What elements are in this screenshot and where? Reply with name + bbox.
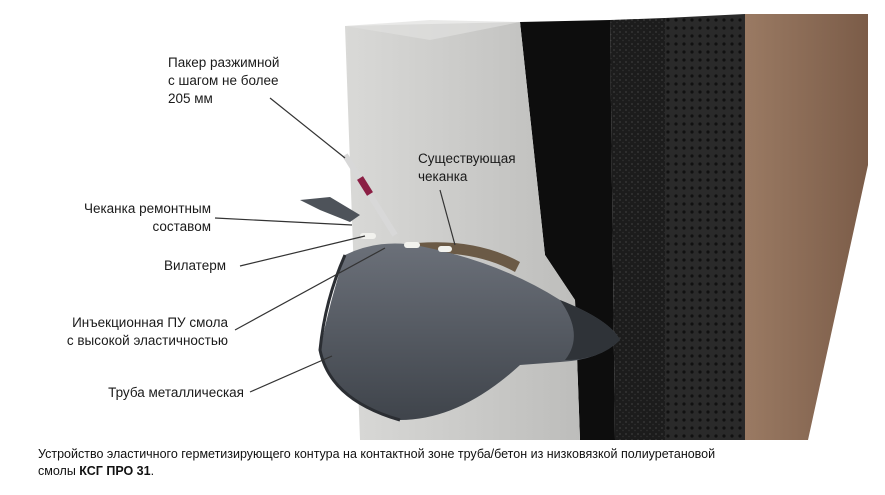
label-existing-caulk-line2: чеканка (418, 169, 468, 184)
label-repair-caulk-line2: составом (152, 219, 211, 234)
label-packer-line3: 205 мм (168, 91, 213, 106)
caption-product: КСГ ПРО 31 (79, 464, 151, 478)
caption-line1: Устройство эластичного герметизирующего … (38, 447, 716, 461)
packer-body (342, 153, 398, 237)
metal-pipe (320, 243, 620, 420)
soil-layer (745, 14, 868, 440)
packer-accent (357, 176, 373, 196)
vilaterm-cord (360, 233, 376, 239)
pipe-inner-edge (560, 300, 620, 360)
pipe-rim (318, 254, 401, 422)
concrete-top (345, 20, 520, 40)
diagram-scene (214, 14, 868, 440)
dimpled-membrane (665, 14, 745, 440)
label-resin: Инъекционная ПУ смола с высокой эластичн… (42, 314, 228, 350)
caption-prefix: смолы (38, 464, 80, 478)
label-repair-caulk: Чеканка ремонтным составом (56, 200, 211, 236)
label-resin-line2: с высокой эластичностью (66, 333, 228, 348)
caption-suffix: . (150, 464, 155, 478)
repair-caulk (300, 197, 360, 222)
caption-line2: смолы КСГ ПРО 31. (38, 463, 878, 480)
label-repair-caulk-line1: Чеканка ремонтным (83, 201, 211, 216)
vilaterm-cord (404, 242, 420, 248)
protective-layer (610, 18, 665, 440)
figure-caption: Устройство эластичного герметизирующего … (38, 446, 878, 480)
label-resin-line1: Инъекционная ПУ смола (72, 315, 228, 330)
vilaterm-cord (438, 246, 452, 252)
label-existing-caulk-line1: Существующая (418, 151, 516, 166)
label-pipe: Труба металлическая (108, 385, 244, 400)
label-existing-caulk: Существующая чеканка (418, 150, 516, 186)
label-packer-line2: с шагом не более (168, 73, 279, 88)
leader-lines (214, 97, 456, 393)
label-packer: Пакер разжимной с шагом не более 205 мм (168, 54, 279, 108)
label-vilaterm: Вилатерм (164, 258, 226, 273)
label-packer-line1: Пакер разжимной (168, 55, 280, 70)
